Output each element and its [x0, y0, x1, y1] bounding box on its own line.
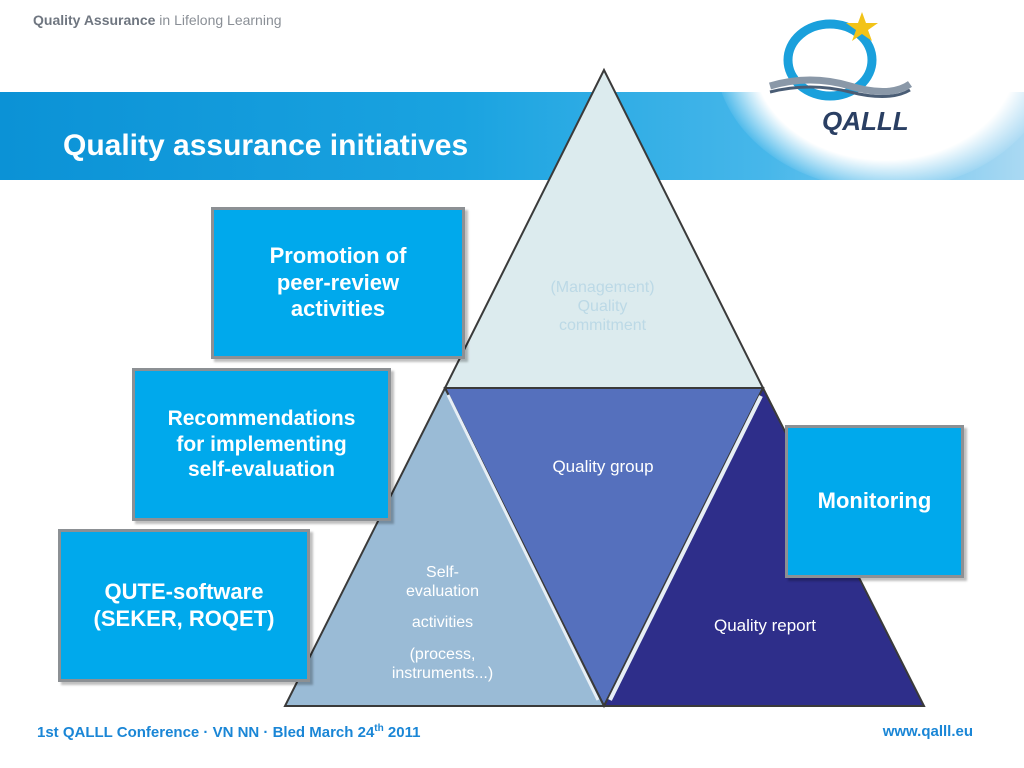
- box-recommendations: Recommendations for implementing self-ev…: [132, 368, 391, 521]
- brand-tagline: Quality Assurance in Lifelong Learning: [33, 12, 282, 28]
- label-management-line3: commitment: [558, 317, 647, 335]
- footer-conference: 1st QALLL Conference · VN NN · Bled Marc…: [37, 723, 421, 741]
- logo-ring: [783, 19, 877, 101]
- label-self-evaluation: Self-evaluation activities (process,inst…: [365, 563, 520, 683]
- box-recommendations-line2: for implementing: [176, 432, 347, 456]
- box-peer-review-line3: activities: [290, 296, 386, 322]
- box-qute-software: QUTE-software (SEKER, ROQET): [58, 529, 310, 682]
- box-monitoring-label: Monitoring: [817, 488, 932, 514]
- label-management-commitment: (Management) Quality commitment: [520, 278, 685, 336]
- page-title: Quality assurance initiatives: [63, 129, 469, 162]
- triangle-management: [443, 67, 765, 389]
- divider-line-left: [446, 394, 600, 701]
- qalll-logo: QALLL: [768, 12, 913, 136]
- footer-website-link[interactable]: www.qalll.eu: [882, 723, 973, 740]
- label-quality-group: Quality group: [552, 457, 654, 476]
- label-management-line2: Quality: [577, 298, 628, 316]
- box-peer-review-line1: Promotion of: [269, 242, 407, 268]
- logo-text: QALLL: [822, 106, 909, 136]
- label-quality-report: Quality report: [713, 616, 817, 635]
- box-peer-review: Promotion of peer-review activities: [211, 207, 465, 359]
- label-self-evaluation-line1: Self-evaluation: [406, 564, 479, 601]
- triangle-self-evaluation: [283, 385, 606, 707]
- logo-wave: [768, 76, 913, 96]
- box-qute-line1: QUTE-software: [104, 578, 264, 604]
- star-icon: [846, 12, 878, 41]
- box-recommendations-line3: self-evaluation: [187, 458, 336, 482]
- logo-wave-dark: [769, 85, 911, 98]
- box-monitoring: Monitoring: [785, 425, 964, 578]
- box-qute-line2: (SEKER, ROQET): [93, 605, 275, 631]
- label-self-evaluation-line3: (process,instruments...): [391, 645, 494, 682]
- label-management-line1: (Management): [550, 279, 655, 296]
- divider-line-right: [608, 395, 763, 701]
- box-recommendations-line1: Recommendations: [167, 407, 356, 431]
- box-peer-review-line2: peer-review: [276, 269, 400, 295]
- label-self-evaluation-line2: activities: [411, 614, 474, 632]
